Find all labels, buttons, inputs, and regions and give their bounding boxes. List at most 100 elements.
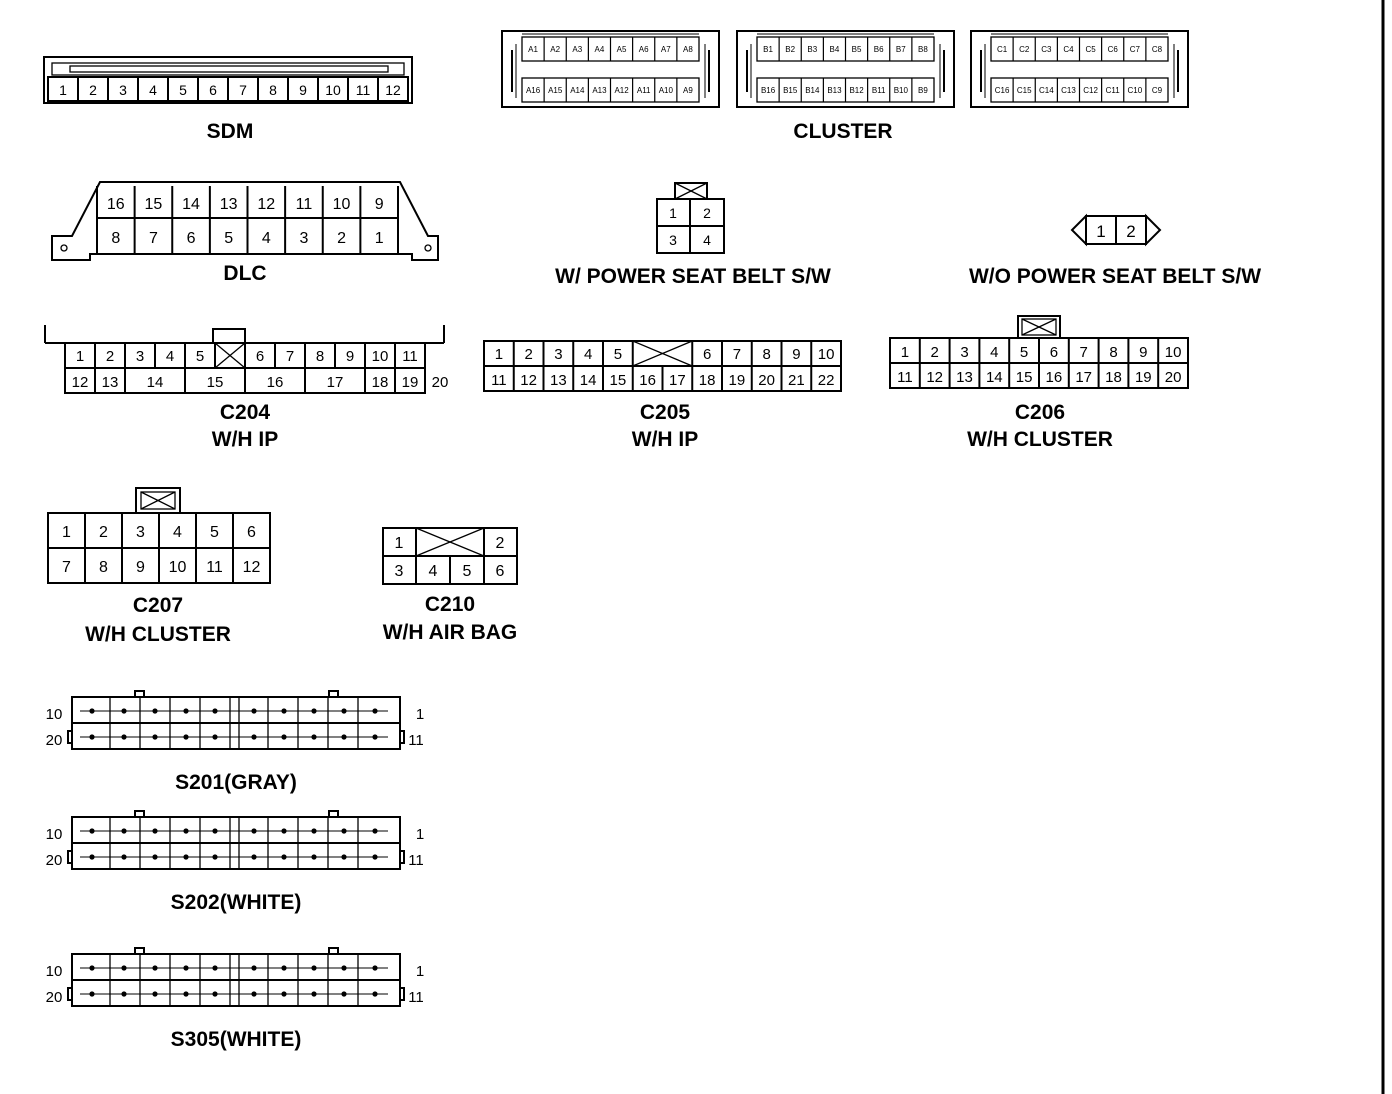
cluster-c-pin: C5 [1085, 45, 1096, 54]
dlc-pin: 10 [333, 196, 351, 213]
c206-latch-inner [1021, 318, 1057, 336]
cluster-b-pin: B13 [827, 86, 842, 95]
s305-terminal-dot [372, 991, 378, 997]
cluster-b-pin: B5 [852, 45, 862, 54]
c210-connector: 1 2 3 4 5 6 C210 W/H AIR BAG [382, 527, 518, 644]
c207-pin: 9 [136, 559, 145, 576]
s202-label: S202(WHITE) [171, 891, 302, 914]
c206-pin: 11 [897, 369, 913, 386]
s305-end-label: 10 [46, 963, 63, 980]
cluster-c-pin: C11 [1106, 86, 1121, 95]
dlc-pin: 15 [145, 196, 163, 213]
s201-terminal-dot [281, 734, 287, 740]
s201-end-label: 11 [408, 732, 424, 749]
cluster-b-pin: B3 [807, 45, 817, 54]
c205-label: C205 [640, 401, 691, 424]
c205-pin: 4 [584, 346, 592, 363]
sdm-latch-rail [51, 62, 405, 76]
s201-terminal-dot [372, 734, 378, 740]
c204-pin: 19 [402, 374, 419, 391]
s201-terminal-dot [341, 708, 347, 714]
wpsb-label: W/ POWER SEAT BELT S/W [555, 265, 831, 288]
c207-pin: 6 [247, 524, 256, 541]
s305-terminal-dot [311, 965, 317, 971]
dlc-pin: 6 [187, 230, 196, 247]
c204-pin: 9 [346, 348, 354, 365]
c204-pin: 7 [286, 348, 294, 365]
cluster-c-pin: C3 [1041, 45, 1052, 54]
s305-terminal-dot [121, 965, 127, 971]
s202-terminal-dot [281, 854, 287, 860]
cluster-a-pin: A11 [637, 86, 651, 95]
dlc-housing [51, 181, 439, 261]
c204-pin: 4 [166, 348, 174, 365]
cluster-a-pin: A3 [572, 45, 582, 54]
s202-terminal-dot [251, 828, 257, 834]
c206-pin: 18 [1105, 369, 1122, 386]
cluster-b-pin: B1 [763, 45, 773, 54]
c204-pin: 13 [102, 374, 119, 391]
s202-terminal-dot [152, 828, 158, 834]
c210-pin: 3 [395, 563, 404, 580]
s202-terminal-dot [372, 828, 378, 834]
s305-terminal-dot [281, 965, 287, 971]
c205-pin: 14 [580, 372, 597, 389]
c206-pin: 1 [901, 344, 909, 361]
dlc-pin: 14 [182, 196, 200, 213]
c204-sublabel: W/H IP [212, 428, 279, 451]
s305-end-label: 11 [408, 989, 424, 1006]
cluster-b-pin: B15 [783, 86, 798, 95]
c210-pin: 6 [496, 563, 505, 580]
cluster-c-pin: C4 [1063, 45, 1074, 54]
s305-lug-left [67, 987, 73, 1001]
cluster-a-pin: A13 [592, 86, 607, 95]
cluster-c-pin: C7 [1130, 45, 1141, 54]
c206-latch-cross-b [1021, 318, 1057, 336]
s201-end-label: 20 [46, 732, 63, 749]
wopsb-right-tab [1145, 213, 1162, 247]
s201-terminal-dot [152, 734, 158, 740]
cluster-b-pin: B9 [918, 86, 928, 95]
cluster-a-pin: A16 [526, 86, 541, 95]
s201-terminal-dot [89, 734, 95, 740]
s202-terminal-dot [121, 828, 127, 834]
s202-terminal-dot [311, 854, 317, 860]
s202-terminal-dot [311, 828, 317, 834]
s305-terminal-dot [89, 991, 95, 997]
s202-terminal-dot [212, 854, 218, 860]
sdm-latch-inner [69, 65, 389, 73]
s201-lug-right [399, 730, 405, 744]
cluster-a-pin: A4 [595, 45, 605, 54]
dlc-pin: 12 [257, 196, 275, 213]
s305-label: S305(WHITE) [171, 1028, 302, 1051]
wopsb-pin: 2 [1126, 222, 1135, 241]
dlc-pin: 8 [111, 230, 120, 247]
c207-sublabel: W/H CLUSTER [85, 623, 231, 646]
sdm-pin: 8 [269, 82, 277, 98]
s305-terminal-dot [152, 991, 158, 997]
cluster-a-pin: A8 [683, 45, 693, 54]
cluster-a-pin: A5 [617, 45, 627, 54]
c207-pin: 2 [99, 524, 108, 541]
c205-pin: 6 [703, 346, 711, 363]
c210-cross-b [415, 527, 485, 557]
s202-tab [134, 810, 145, 818]
wo-power-seat-belt-connector: 1 2 W/O POWER SEAT BELT S/W [969, 213, 1261, 288]
s201-terminal-dot [121, 734, 127, 740]
wpsb-latch-cross-b [674, 182, 708, 200]
cluster-b-pin: B12 [849, 86, 864, 95]
c204-pin: 15 [207, 374, 224, 391]
c207-pin: 11 [206, 559, 223, 576]
cluster-a-pin: A7 [661, 45, 671, 54]
sdm-pin: 1 [59, 82, 67, 98]
c205-pin: 12 [520, 372, 537, 389]
c206-pin: 17 [1075, 369, 1092, 386]
dlc-pin: 1 [375, 230, 384, 247]
